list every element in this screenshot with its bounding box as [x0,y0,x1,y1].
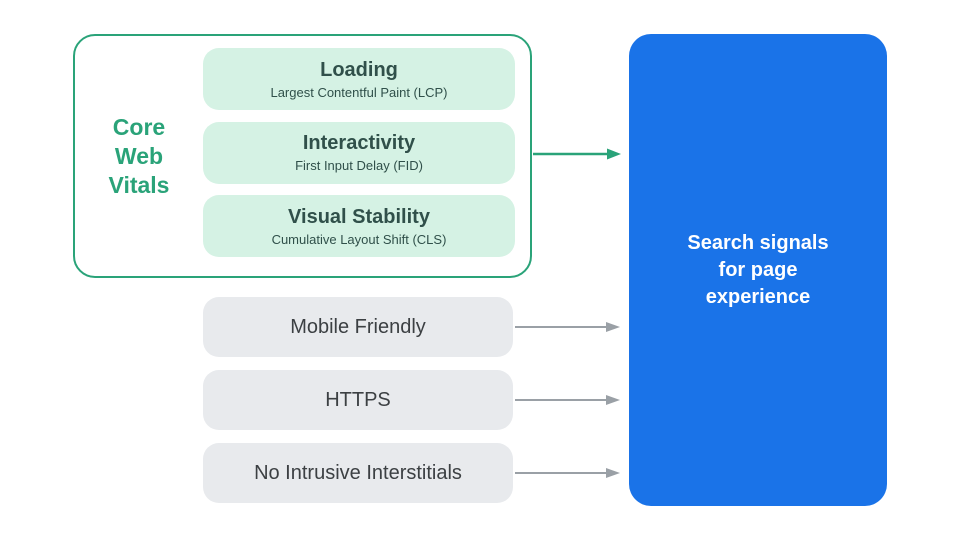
pill-https: HTTPS [203,370,513,430]
arrow-https [515,395,620,405]
result-label-line1: Search signals [687,231,829,254]
arrow-core-web-vitals [533,148,621,160]
core-web-vitals-label: Core Web Vitals [73,34,205,278]
result-label-line2: for page [718,258,798,281]
pill-loading-subtitle: Largest Contentful Paint (LCP) [270,84,448,100]
pill-loading: Loading Largest Contentful Paint (LCP) [203,48,515,110]
pill-visual-stability: Visual Stability Cumulative Layout Shift… [203,195,515,257]
core-web-vitals-label-line2: Web [114,142,164,169]
arrow-core-web-vitals-head-icon [607,148,621,160]
pill-https-label: HTTPS [325,388,391,411]
arrow-https-head-icon [606,395,620,405]
search-signals-result-box: Search signals for page experience [629,34,887,506]
pill-mobile-friendly: Mobile Friendly [203,297,513,357]
pill-loading-title: Loading [320,58,398,81]
result-label-line3: experience [705,285,811,308]
search-signals-result-label: Search signals for page experience [687,230,828,311]
pill-mobile-friendly-label: Mobile Friendly [290,315,426,338]
pill-visual-stability-title: Visual Stability [288,205,430,228]
arrow-no-intrusive-interstitials-head-icon [606,468,620,478]
core-web-vitals-label-line3: Vitals [108,171,170,198]
arrow-mobile-friendly-head-icon [606,322,620,332]
pill-interactivity-subtitle: First Input Delay (FID) [295,158,423,173]
pill-visual-stability-subtitle: Cumulative Layout Shift (CLS) [271,231,447,247]
core-web-vitals-pill-list: Loading Largest Contentful Paint (LCP) I… [203,48,515,257]
core-web-vitals-label-line1: Core [112,113,166,140]
arrow-mobile-friendly [515,322,620,332]
pill-no-intrusive-interstitials: No Intrusive Interstitials [203,443,513,503]
pill-interactivity: Interactivity First Input Delay (FID) [203,121,515,184]
arrow-no-intrusive-interstitials [515,468,620,478]
pill-no-intrusive-interstitials-label: No Intrusive Interstitials [254,461,462,484]
pill-interactivity-title: Interactivity [302,132,416,154]
